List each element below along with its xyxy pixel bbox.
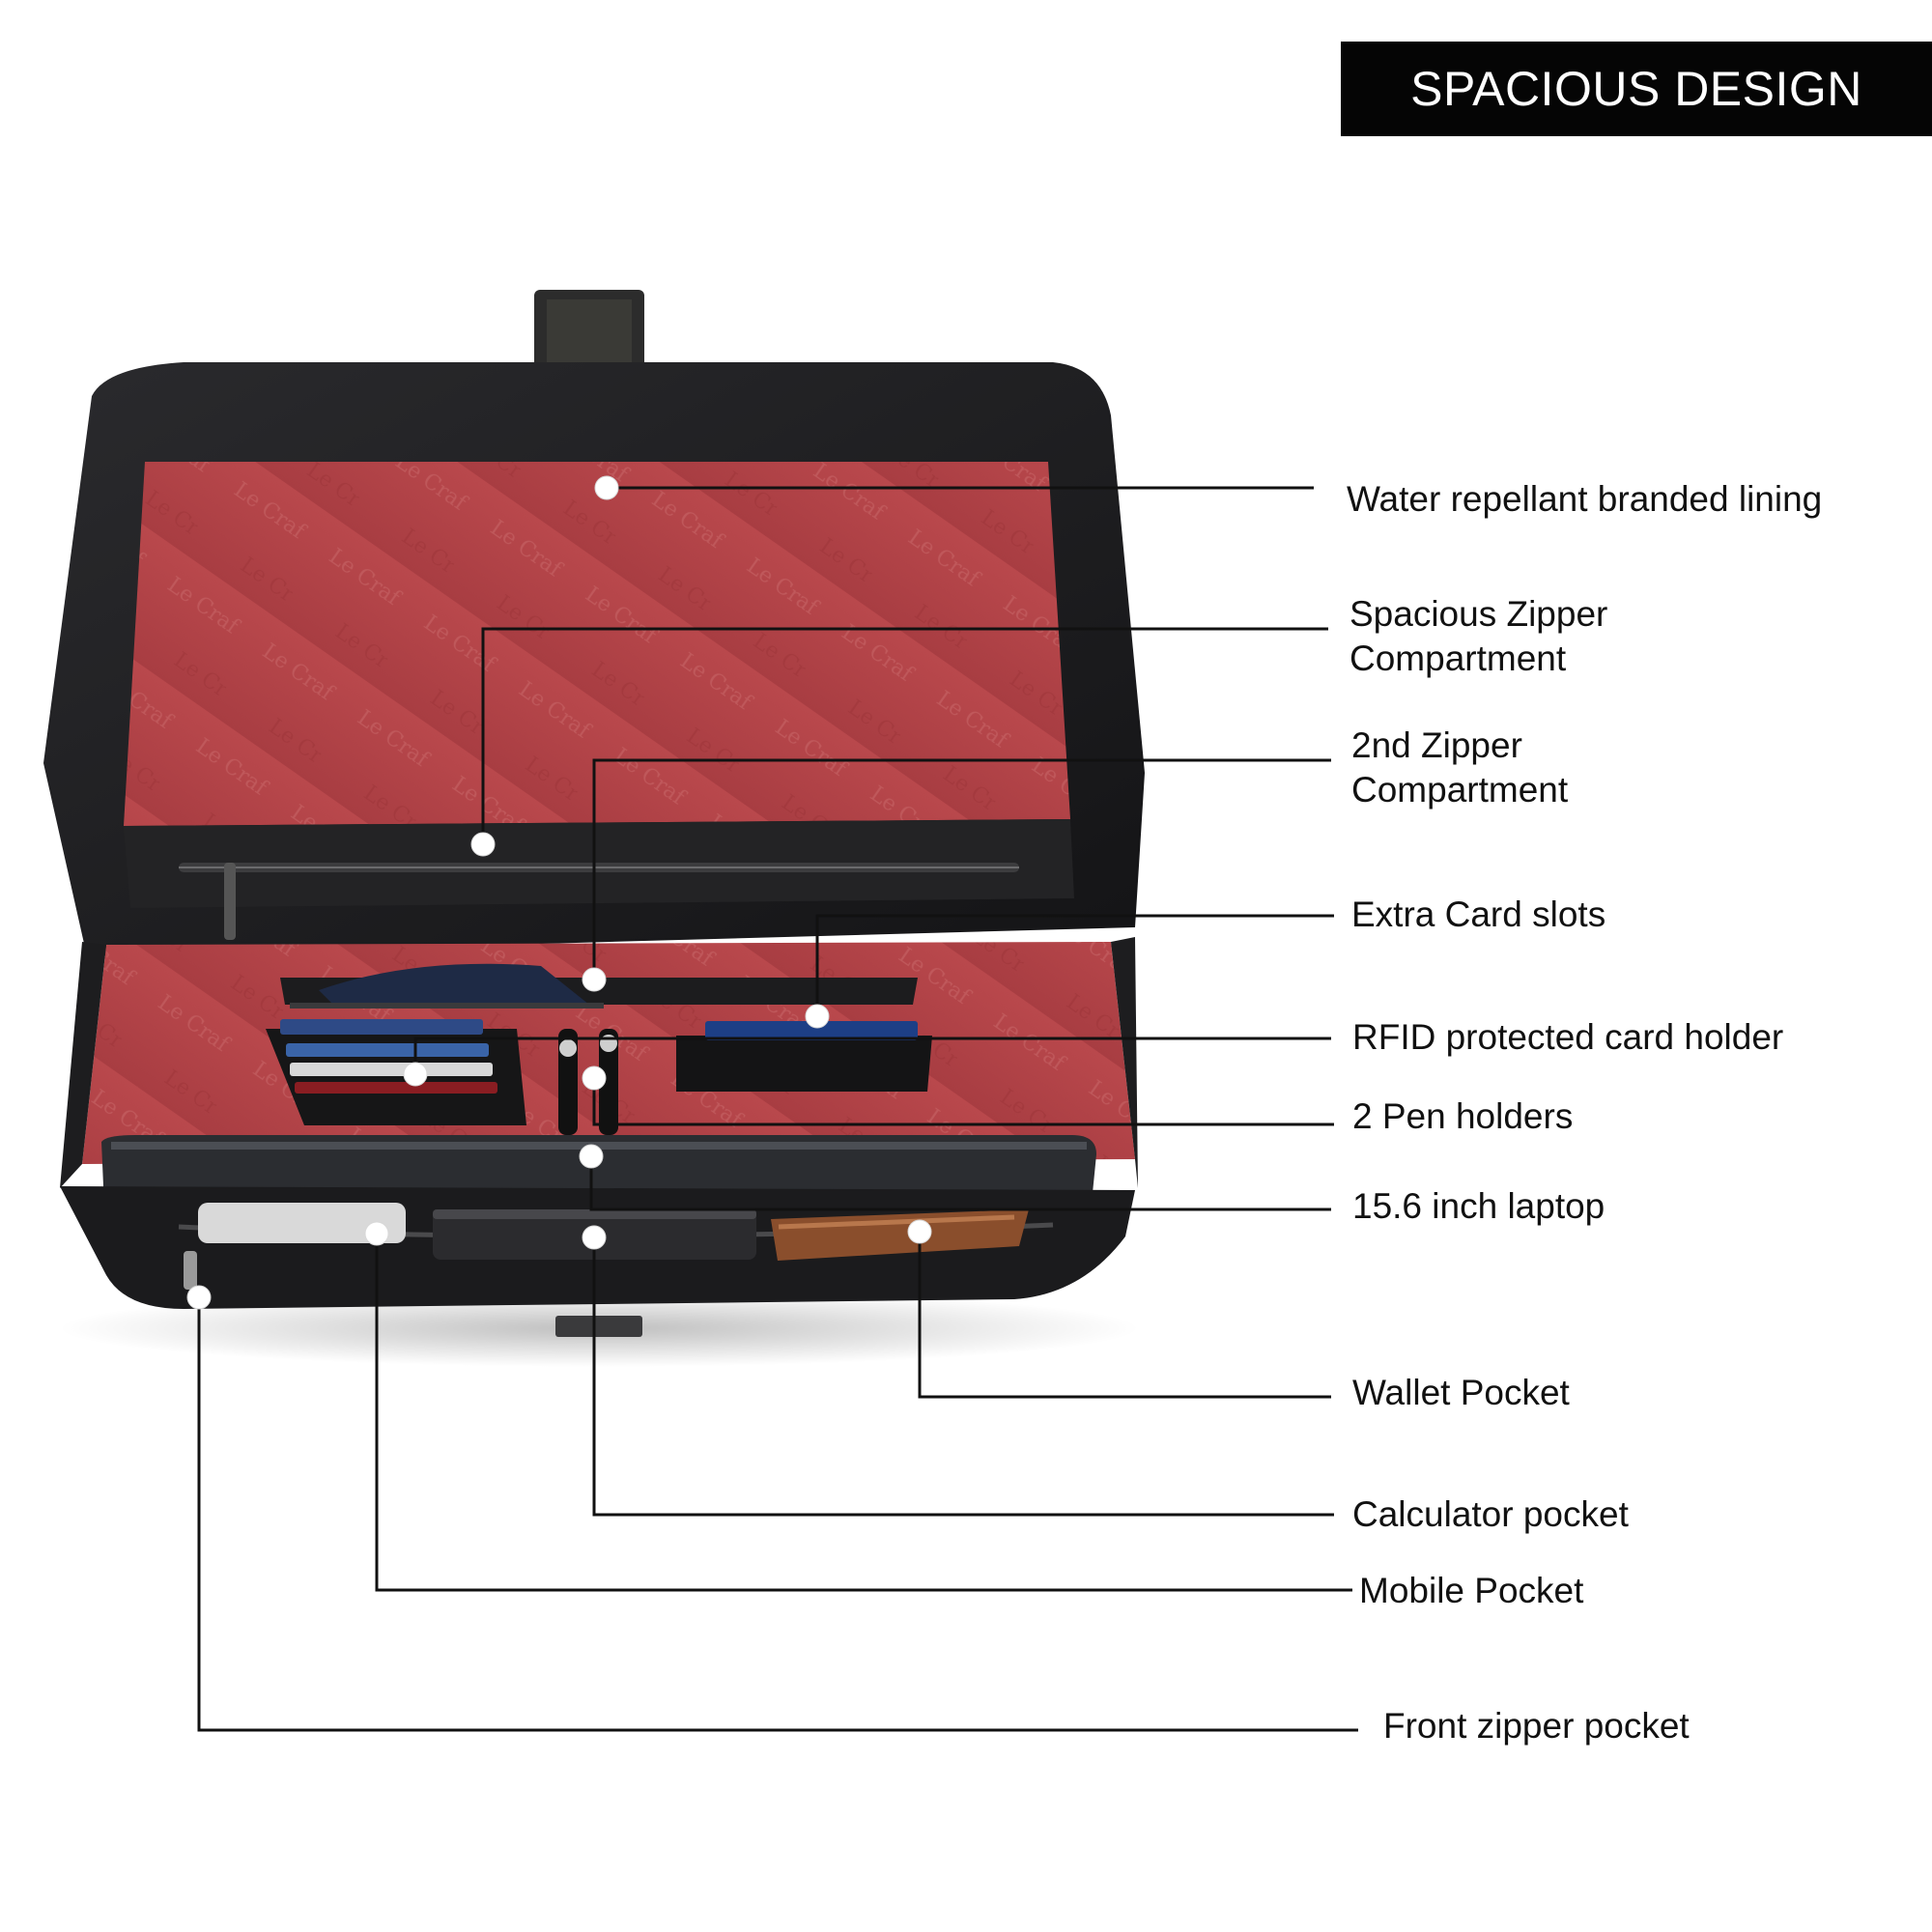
callout-label-calc: Calculator pocket <box>1352 1494 1629 1534</box>
callout-label-pens: 2 Pen holders <box>1352 1096 1574 1136</box>
leader-line-pens <box>592 1078 1334 1126</box>
marker-dot-calc <box>582 1225 607 1250</box>
callout-label-laptop: 15.6 inch laptop <box>1352 1186 1605 1226</box>
marker-dot-mobile <box>364 1221 389 1246</box>
leader-line-rfid <box>413 1037 1331 1074</box>
title-banner: SPACIOUS DESIGN <box>1341 42 1932 136</box>
marker-dot-zip1 <box>470 832 496 857</box>
leader-line-mobile <box>375 1234 1352 1592</box>
marker-dot-cards <box>805 1004 830 1029</box>
marker-dot-pens <box>582 1065 607 1091</box>
leader-line-zip2 <box>592 758 1331 980</box>
callout-label-lining: Water repellant branded lining <box>1347 479 1823 519</box>
marker-dot-rfid <box>403 1062 428 1087</box>
callout-label-front: Front zipper pocket <box>1383 1706 1690 1746</box>
leader-line-front <box>197 1297 1358 1732</box>
callout-label-cards: Extra Card slots <box>1351 895 1606 934</box>
leader-line-zip1 <box>481 627 1328 844</box>
marker-dot-lining <box>594 475 619 500</box>
marker-dot-wallet <box>907 1219 932 1244</box>
callout-label-mobile: Mobile Pocket <box>1359 1571 1584 1610</box>
leader-line-calc <box>592 1237 1334 1517</box>
marker-dot-zip2 <box>582 967 607 992</box>
marker-dot-front <box>186 1285 212 1310</box>
callout-label-zip2: 2nd Zipper Compartment <box>1351 725 1569 810</box>
page-title: SPACIOUS DESIGN <box>1410 62 1862 116</box>
callout-label-wallet: Wallet Pocket <box>1352 1373 1570 1412</box>
callout-label-zip1: Spacious Zipper Compartment <box>1350 594 1608 678</box>
leader-line-wallet <box>918 1232 1331 1399</box>
callout-label-rfid: RFID protected card holder <box>1352 1017 1784 1057</box>
leader-line-cards <box>815 914 1334 1016</box>
marker-dot-laptop <box>579 1144 604 1169</box>
leader-line-laptop <box>589 1156 1331 1211</box>
